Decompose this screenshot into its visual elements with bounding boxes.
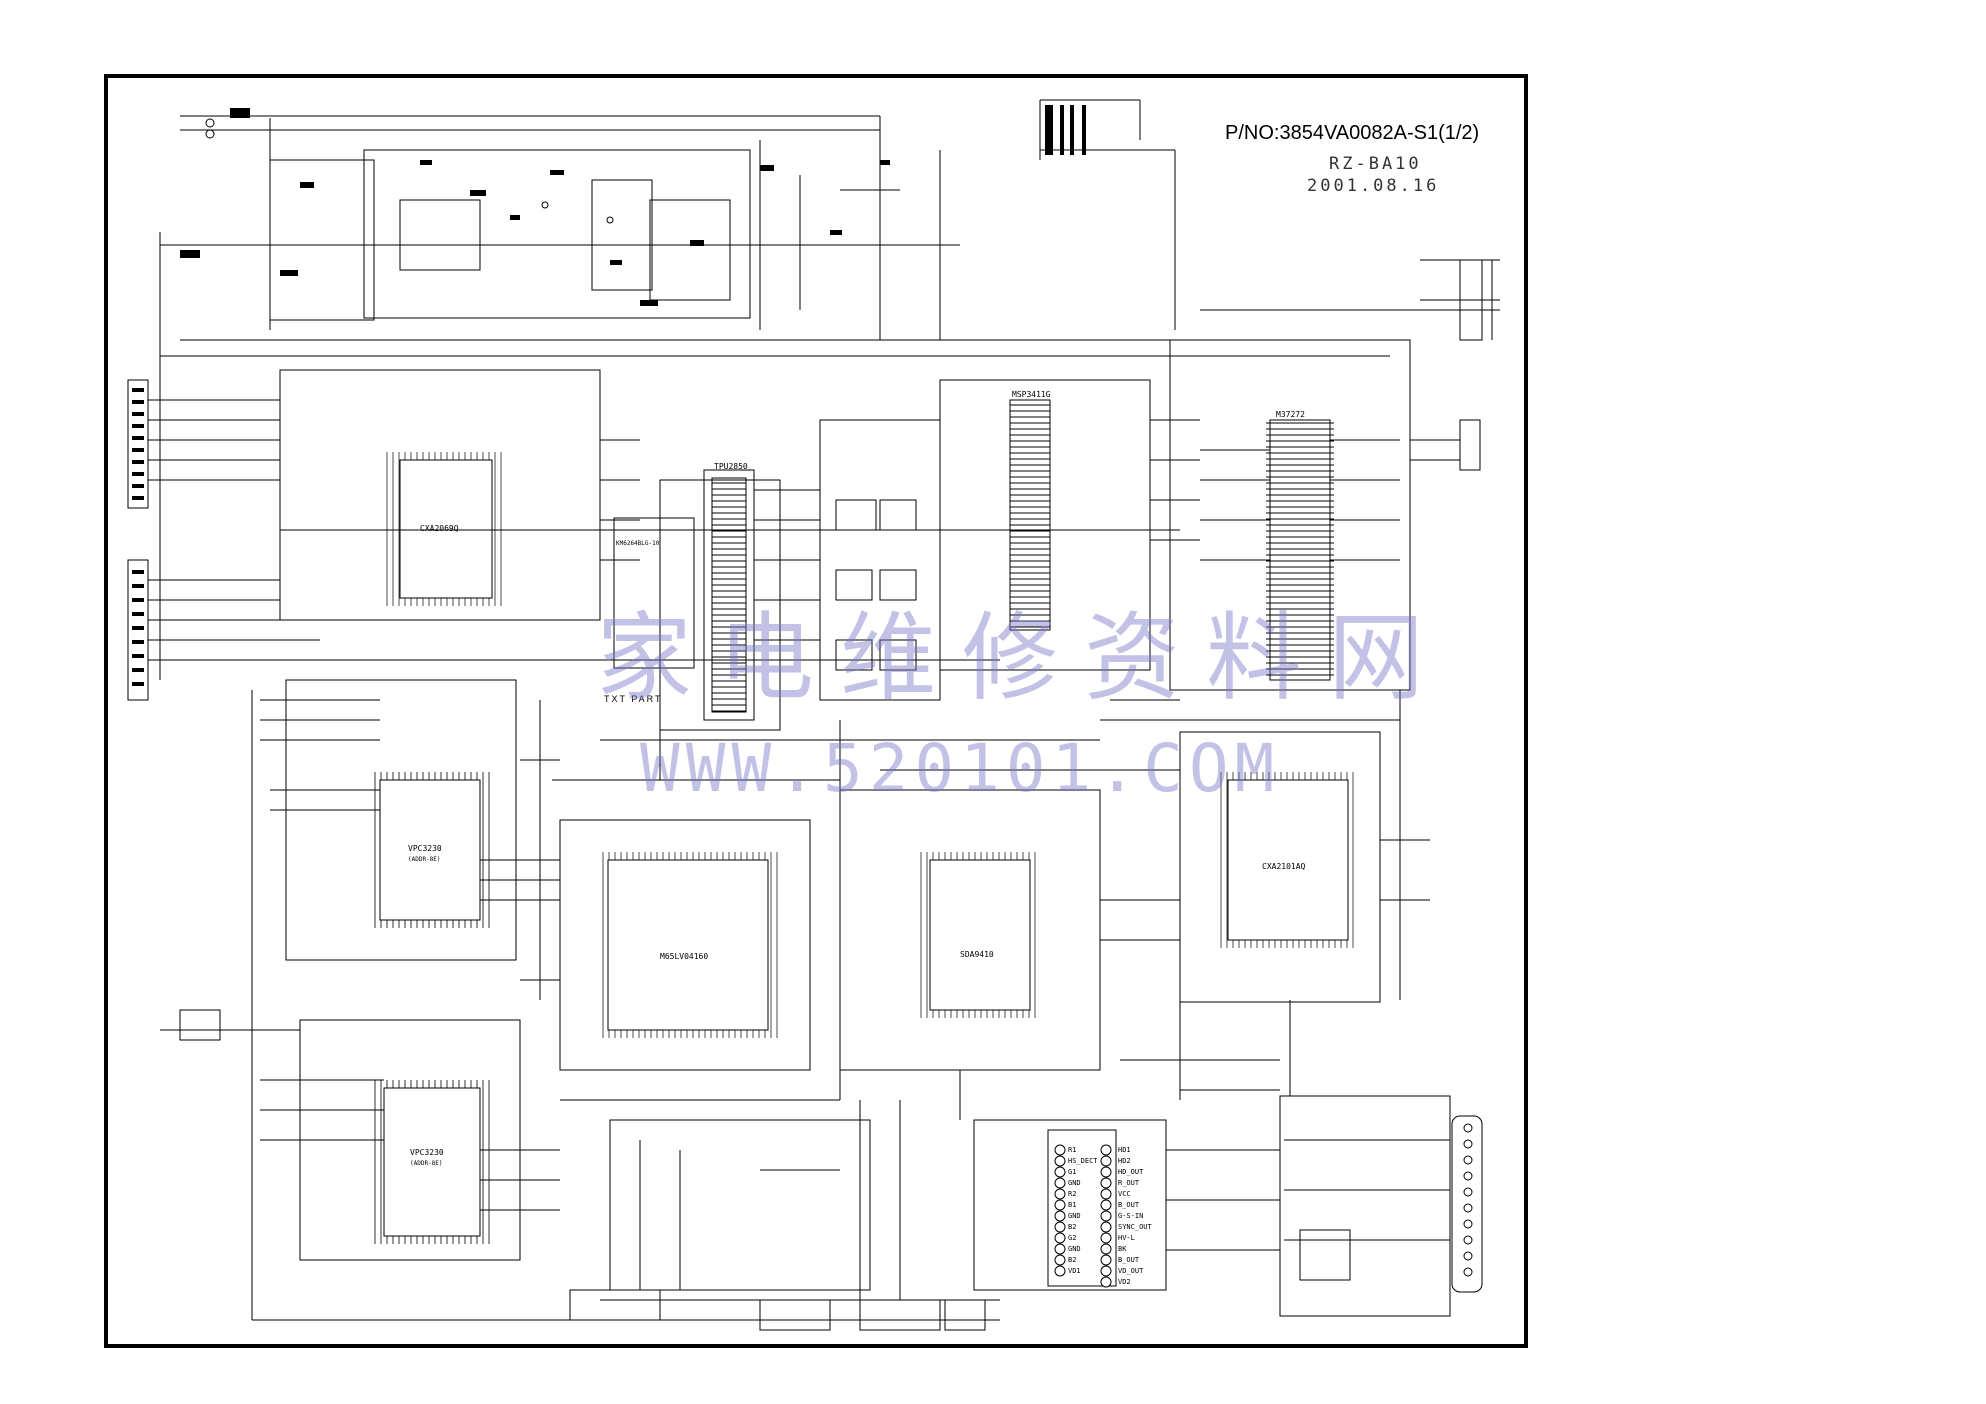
ic-label-msp3411: MSP3411G [1012,390,1051,399]
vga-connector-block [1120,1059,1483,1317]
power-components [180,105,1086,306]
ic-label-km6264: KM6264BLG-10 [616,540,660,547]
bottom-center-block [569,1100,1000,1331]
pin-label: GND [1068,1179,1081,1187]
ic-label-m65lv04160: M65LV04160 [660,952,709,961]
watermark-url: WWW.520101.COM [640,730,1281,807]
watermark-chinese: 家电维修资料网 [596,602,1450,714]
pin-label: VCC [1118,1190,1131,1198]
cxa2101-block [1179,731,1430,1003]
cxa2069-block [127,369,1180,701]
txt-part-label: TXT PART [604,694,663,704]
drawing-date: 2001.08.16 [1307,176,1440,196]
pin-label: HS_DECT [1068,1157,1098,1165]
pin-label: G2 [1068,1234,1077,1242]
m65-block [552,779,841,1101]
interconnect-wires [251,690,1401,1321]
part-number: P/NO:3854VA0082A-S1(1/2) [1225,122,1480,144]
cxa2069-connectors [132,388,144,686]
ic-label-cxa2101aq: CXA2101AQ [1262,862,1306,871]
pin-label: G1 [1068,1168,1077,1176]
pin-label: B1 [1068,1201,1077,1209]
ic-label-vpc3230-bottom: VPC3230 [410,1148,444,1157]
pin-label: GND [1068,1212,1081,1220]
vpc-bottom-block [160,1009,560,1261]
pin-label: R1 [1068,1146,1077,1154]
pin-label: VD_OUT [1118,1267,1144,1275]
pin-label: VD1 [1068,1267,1081,1275]
drawing-frame [104,74,1528,1348]
pin-label: G-S-IN [1118,1212,1144,1220]
m37272-block [1169,259,1483,691]
ic-label-vpc3230-top: VPC3230 [408,844,442,853]
ic-label-tpu2850: TPU2850 [714,462,748,471]
ic-label-cxa2069: CXA2069Q [420,524,459,533]
vga-connector-pins [1463,1123,1473,1277]
pin-label: HV-L [1118,1234,1135,1242]
pin-label: B_OUT [1118,1256,1140,1264]
pin-label: VD2 [1118,1278,1131,1286]
vga-buffer-pins [1054,1144,1112,1288]
ic-label-vpc3230-top-sub: (ADDR-8E) [408,856,441,863]
sda-block [839,769,1180,1071]
pin-label: R2 [1068,1190,1077,1198]
pin-label: HD_OUT [1118,1168,1144,1176]
ic-label-vpc3230-bottom-sub: (ADDR-8E) [410,1160,443,1167]
pin-label: HD1 [1118,1146,1131,1154]
msp-block [819,379,1200,701]
txt-block [613,469,820,731]
power-section [159,99,1500,680]
ic-label-m37272: M37272 [1276,410,1305,419]
pin-label: BK [1118,1245,1127,1253]
pin-label: HD2 [1118,1157,1131,1165]
pin-label: SYNC_OUT [1118,1223,1152,1231]
pin-label: GND [1068,1245,1081,1253]
pin-label: R_OUT [1118,1179,1140,1187]
pin-label: B_OUT [1118,1201,1140,1209]
pin-label: B2 [1068,1223,1077,1231]
model-name: RZ-BA10 [1329,154,1422,174]
vga-buffer-block [973,1119,1167,1291]
vpc-top-block [260,679,560,961]
ic-label-sda9410: SDA9410 [960,950,994,959]
pin-label: B2 [1068,1256,1077,1264]
